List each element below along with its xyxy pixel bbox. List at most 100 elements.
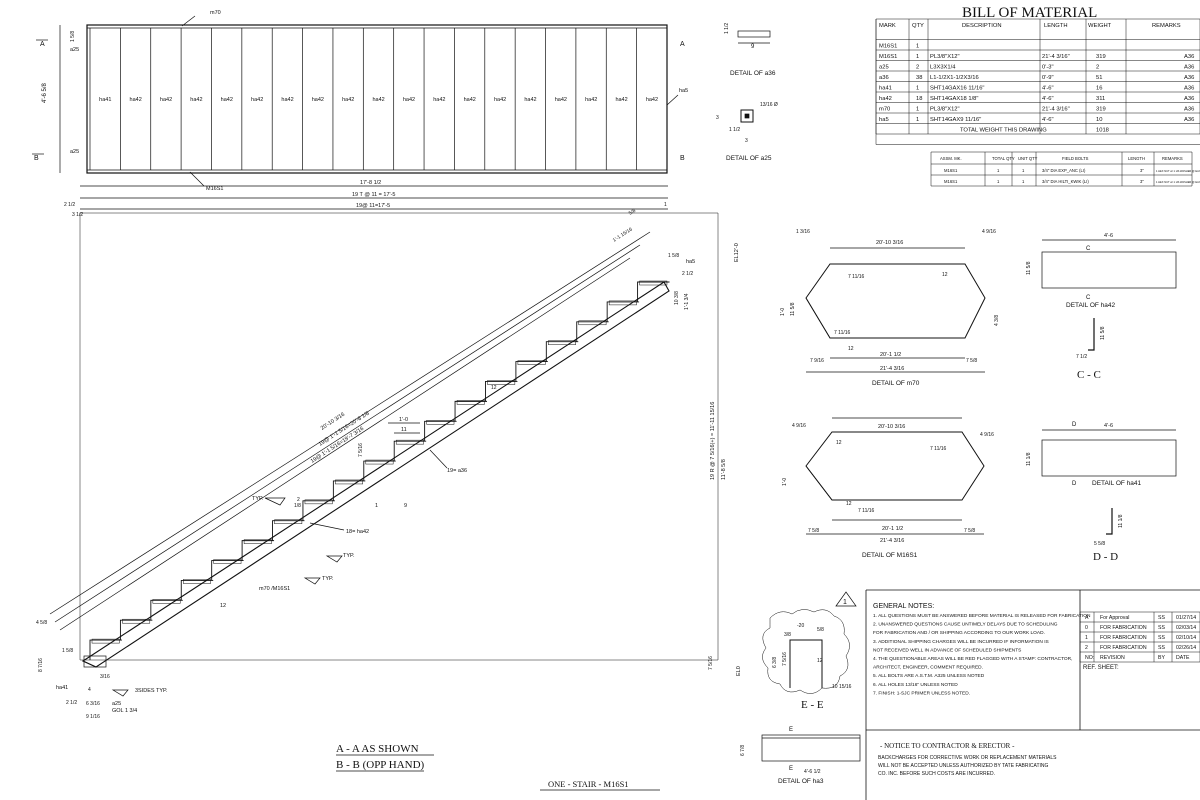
plan-tread-dividers [89, 28, 668, 170]
elev-dim-left-top2: 3 1/2 [72, 212, 83, 218]
bom-cell: L3X3X1/4 [930, 65, 956, 71]
bolt-cell: 1 HEX NUT w/ 1 HS WASHER @ EA BOLT [1156, 180, 1200, 184]
stair-step [485, 381, 518, 402]
bom-header: MARK [879, 23, 896, 29]
bom-cell: A36 [1184, 86, 1194, 92]
bom-cell: 0'-3" [1042, 65, 1054, 71]
label-bb: B - B (OPP HAND) [336, 759, 425, 771]
ee-profile [789, 639, 823, 688]
notes-number: 1 [843, 599, 847, 606]
bolt-cell: 1 [1022, 168, 1025, 173]
dim-bottom-2: 9 1/16 [86, 714, 100, 720]
bom-cell: 21'-4 3/16" [1042, 54, 1070, 60]
stair-step [241, 540, 275, 561]
rev-cell: SS [1158, 625, 1165, 631]
stair-step [515, 361, 548, 382]
section-ee: E - E -20 5/8 3/8 6 3/8 12 7 5/16 10 15/… [762, 609, 852, 711]
ha41-mark-bottom: D [1072, 481, 1077, 487]
a25-hole [744, 113, 750, 119]
ee-d6: 7 5/16 [782, 652, 788, 666]
detail-ha3: E E 6 7/8 4'-6 1/2 DETAIL OF ha3 [740, 727, 861, 785]
bom-grid [875, 18, 1200, 145]
bom-cell: 18 [916, 96, 922, 102]
bolt-cell: 3/4" DIA HILTI_KWIK (LI) [1042, 179, 1089, 184]
typ-3: TYP. [322, 576, 334, 582]
plan-dim-total: 4'-6 5/8 [42, 83, 48, 103]
m70-d9: 4 3/8 [994, 315, 1000, 326]
stair-step [150, 599, 183, 621]
bom-cell: a25 [879, 65, 889, 71]
plan-tread-label: ha41 [99, 97, 111, 103]
m16s1-d6: 12 [846, 501, 852, 507]
stair-tread [213, 559, 242, 564]
diag-dim-3 [49, 231, 651, 615]
stair-step [89, 639, 122, 660]
bom-cell: A36 [1184, 75, 1194, 81]
tread-w: 1'-0 [399, 417, 408, 423]
dim-right-bottom: 7 5/16 [708, 656, 714, 670]
stair-step [637, 281, 670, 302]
dim-left-3: 1 5/8 [62, 648, 73, 654]
ha42-leader [309, 522, 345, 531]
ha42-d1: 11 5/8 [1100, 326, 1106, 340]
stair-step [545, 341, 579, 362]
dim-twelve: 12 [220, 603, 226, 609]
stair-tread [487, 380, 516, 385]
m16s1-top: 20'-10 3/16 [878, 424, 905, 430]
stair-tread [639, 280, 668, 286]
notice-lines: BACKCHARGES FOR CORRECTIVE WORK OR REPLA… [878, 755, 1057, 777]
bom-cell: 51 [1096, 75, 1102, 81]
ha41-h: 11 1/8 [1026, 452, 1032, 466]
ha42-mark-top: C [1086, 246, 1091, 252]
height-label: 19 R @ 7 5/16(+) = 11'-11 15/16 [710, 402, 716, 480]
m70-bevel [805, 297, 831, 339]
m16s1-h: 1'-0 [782, 478, 788, 486]
bom-cell: a36 [879, 75, 889, 81]
stair-step [363, 460, 396, 481]
stair-tread [274, 519, 303, 524]
plan-tread-label: ha42 [494, 97, 506, 103]
ha42-callout: 18= ha42 [346, 529, 369, 535]
a25-dim3: 3 [745, 138, 748, 144]
bom-cell: SHT14GAX9 11/16" [930, 117, 981, 123]
bom-cell: 319 [1096, 54, 1106, 60]
ha41-width: 4'-6 [1104, 423, 1113, 429]
elev-3sides: 3SIDES TYP. [135, 688, 168, 694]
bolt-cell: 3" [1140, 168, 1144, 173]
rev-cell: 2 [1085, 645, 1088, 651]
m70-bottom2: 21'-4 3/16 [880, 366, 904, 372]
rev-cell: FOR FABRICATION [1100, 625, 1147, 631]
a36-leader [429, 449, 448, 469]
diag-dim-2 [54, 244, 641, 623]
plan-tread-label: ha42 [524, 97, 536, 103]
bom-cell: L1-1/2X1-1/2X3/16 [930, 75, 979, 81]
bom-cell: 10 [1096, 117, 1102, 123]
stair-tread [91, 638, 120, 644]
rev-header: REVISION [1100, 655, 1125, 661]
bom-header: LENGTH [1044, 23, 1068, 29]
note-line: 2. UNANSWERED QUESTIONS CAUSE UNTIMELY D… [873, 622, 1058, 628]
ha3-h: 6 7/8 [740, 745, 746, 756]
dim-bottom-left: 2 1/2 [66, 700, 77, 706]
note-line: 3. ADDITIONAL SHIPPING CHARGES WILL BE I… [873, 639, 1049, 645]
plan-tread-label: ha42 [221, 97, 233, 103]
stair-tread [152, 599, 181, 604]
bolt-cell: 1 HEX NUT w/ 1 HS WASHER @ EA BOLT [1156, 169, 1200, 173]
detail-ha41: 4'-6 11 1/8 D D DETAIL OF ha41 11 1/8 5 … [1026, 422, 1177, 563]
stair-step [302, 500, 335, 521]
el-bottom: EL0 [736, 666, 742, 676]
bolt-cell: 1 [997, 179, 1000, 184]
plan-mark-label: M16S1 [206, 186, 223, 192]
stair-step [272, 520, 305, 541]
m70-d1: 1 3/16 [796, 229, 810, 235]
bom-cell: ha41 [879, 86, 892, 92]
elev-dim-t: 19 T @ 11 = 17'-5 [352, 192, 395, 198]
weld-symbol-2 [325, 555, 343, 563]
plan-m70-label: m70 [210, 10, 221, 16]
ha42-shape [1041, 251, 1177, 289]
bolt-cell: 1 [997, 168, 1000, 173]
